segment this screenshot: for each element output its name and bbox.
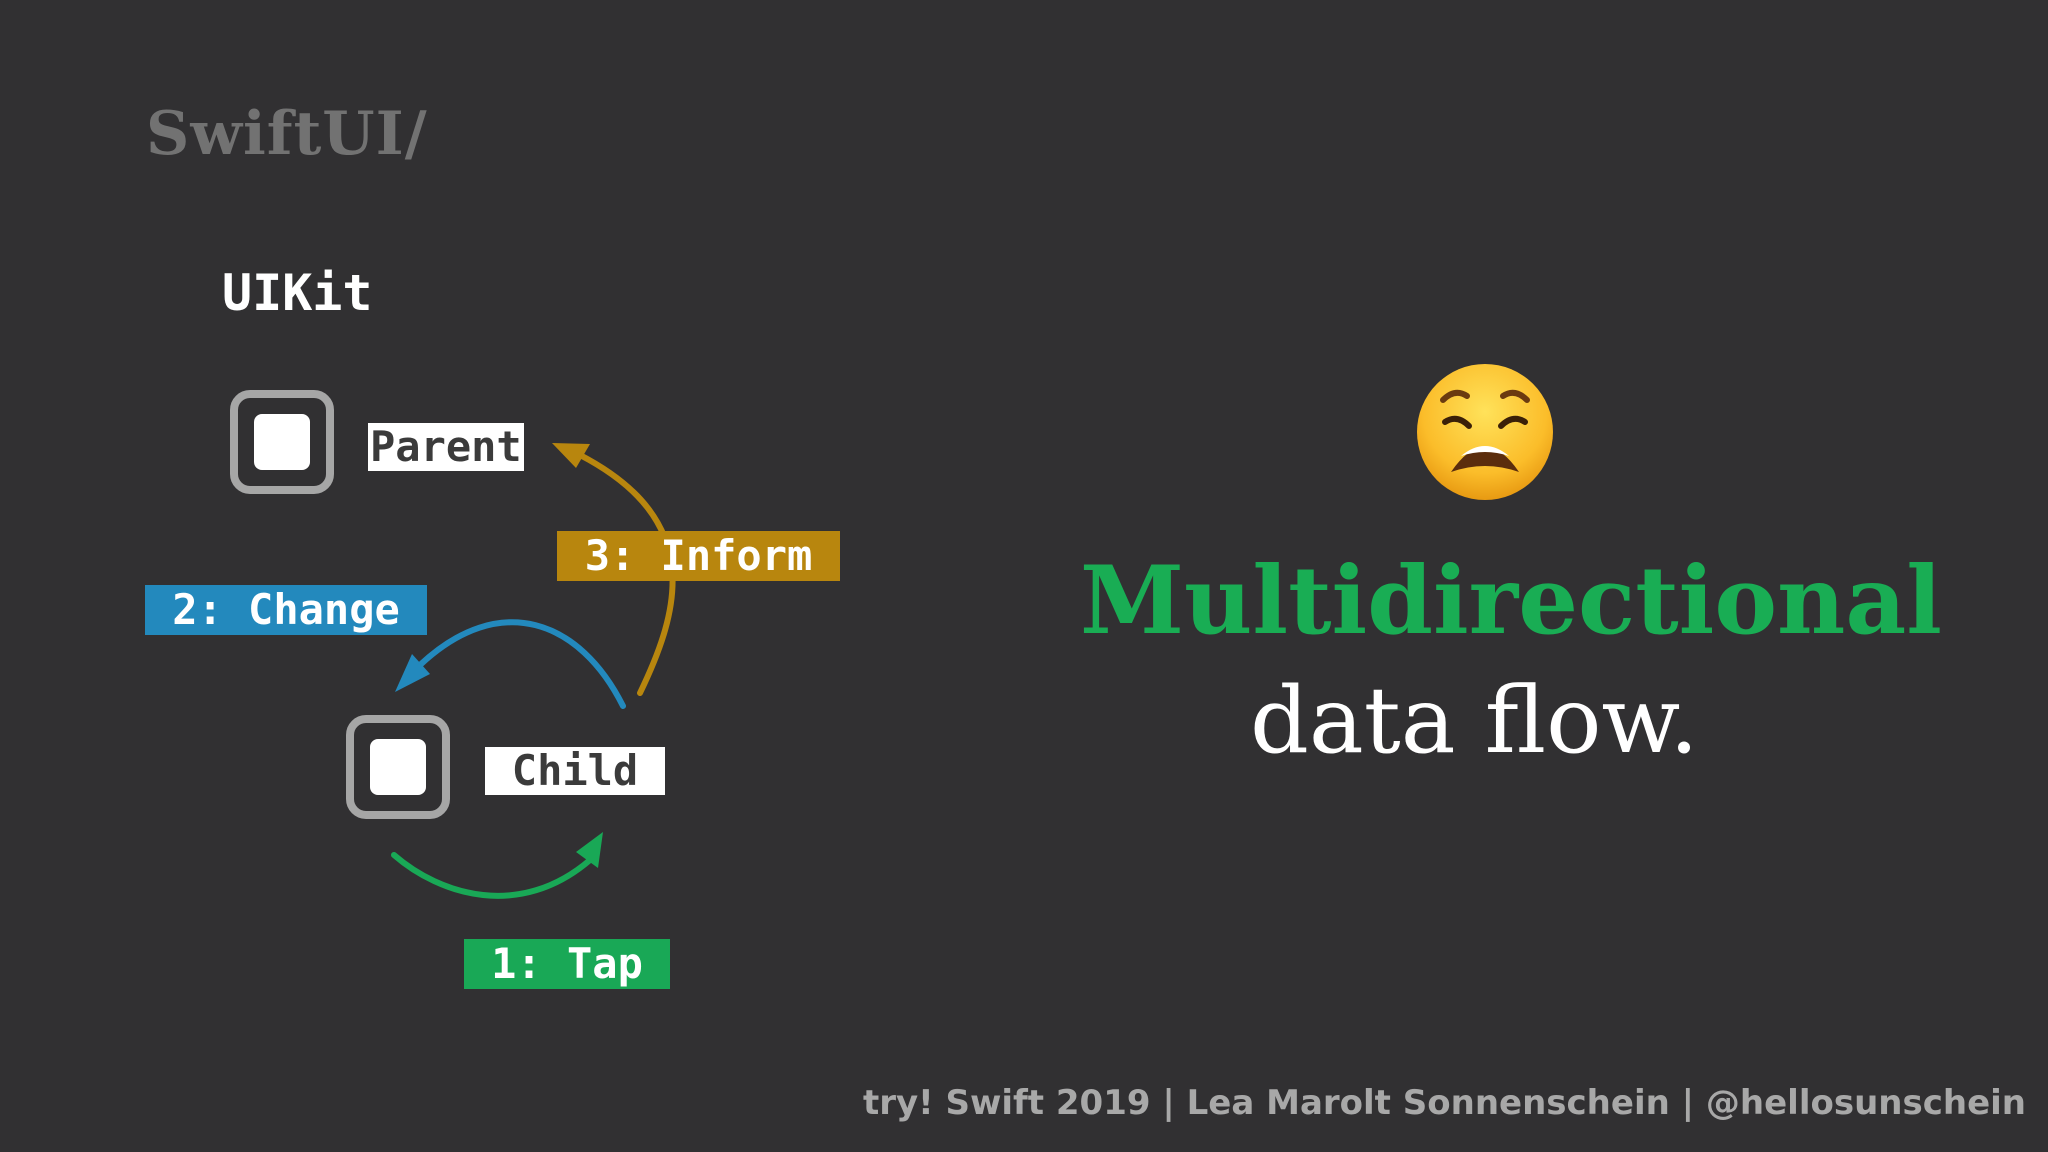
weary-face-icon [1417, 364, 1553, 500]
section-title: UIKit [222, 264, 373, 322]
subheadline: data flow. [1250, 667, 1699, 774]
step-inform-label: 3: Inform [557, 531, 840, 581]
step-tap-label: 1: Tap [464, 939, 670, 989]
change-arrowhead-icon [395, 654, 430, 692]
parent-label: Parent [368, 423, 524, 471]
parent-view-icon [230, 390, 334, 494]
child-view-icon [346, 715, 450, 819]
child-label: Child [485, 747, 665, 795]
step-change-label: 2: Change [145, 585, 427, 635]
tap-arrow [391, 852, 593, 899]
breadcrumb: SwiftUI/ [146, 99, 428, 169]
change-arrow [417, 619, 626, 709]
tap-arrowhead-icon [576, 832, 603, 868]
footer-credits: try! Swift 2019 | Lea Marolt Sonnenschei… [862, 1083, 2026, 1123]
headline: Multidirectional [1080, 546, 1943, 656]
inform-arrowhead-icon [552, 443, 590, 468]
